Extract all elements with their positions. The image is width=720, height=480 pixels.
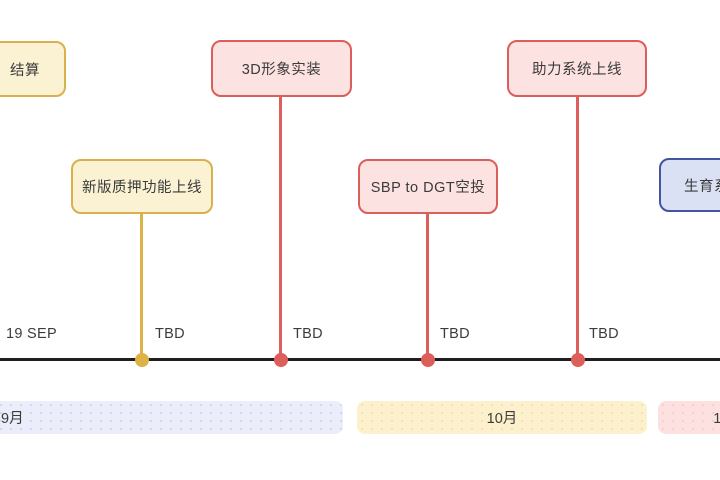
axis-label-tbd-1: TBD: [155, 326, 185, 342]
axis-label-tbd-2: TBD: [293, 326, 323, 342]
timeline-dot-3d-avatar: [274, 353, 288, 367]
milestone-label-settlement: 结算: [10, 62, 40, 79]
milestone-box-settlement: 结算: [0, 41, 66, 97]
connector-line-staking: [140, 214, 143, 360]
timeline-dot-airdrop: [421, 353, 435, 367]
milestone-label-boost-system: 助力系统上线: [532, 62, 622, 78]
month-label-november: 11月: [713, 411, 720, 427]
connector-line-airdrop: [426, 214, 429, 360]
axis-label-tbd-4: TBD: [589, 326, 619, 342]
timeline-dot-boost-system: [571, 353, 585, 367]
milestone-label-airdrop: SBP to DGT空投: [370, 180, 486, 196]
milestone-box-airdrop: SBP to DGT空投: [358, 159, 498, 214]
connector-line-boost-system: [576, 97, 579, 360]
milestone-label-staking: 新版质押功能上线: [82, 180, 202, 196]
milestone-box-3d-avatar: 3D形象实装: [211, 40, 352, 97]
month-label-october: 10月: [486, 411, 518, 427]
milestone-box-staking: 新版质押功能上线: [71, 159, 213, 214]
axis-label-tbd-3: TBD: [440, 326, 470, 342]
month-band-november: 11月: [658, 401, 720, 434]
timeline-dot-staking: [135, 353, 149, 367]
month-band-september: 9月: [0, 401, 343, 434]
connector-line-3d-avatar: [279, 97, 282, 360]
timeline-axis: [0, 358, 720, 361]
month-band-october: 10月: [357, 401, 647, 434]
milestone-box-boost-system: 助力系统上线: [507, 40, 647, 97]
milestone-label-breeding-system: 生育系统: [684, 178, 720, 195]
month-label-september: 9月: [1, 411, 24, 427]
milestone-box-breeding-system: 生育系统: [659, 158, 720, 212]
axis-label-start-date: 19 SEP: [6, 326, 57, 342]
milestone-label-3d-avatar: 3D形象实装: [241, 62, 322, 78]
